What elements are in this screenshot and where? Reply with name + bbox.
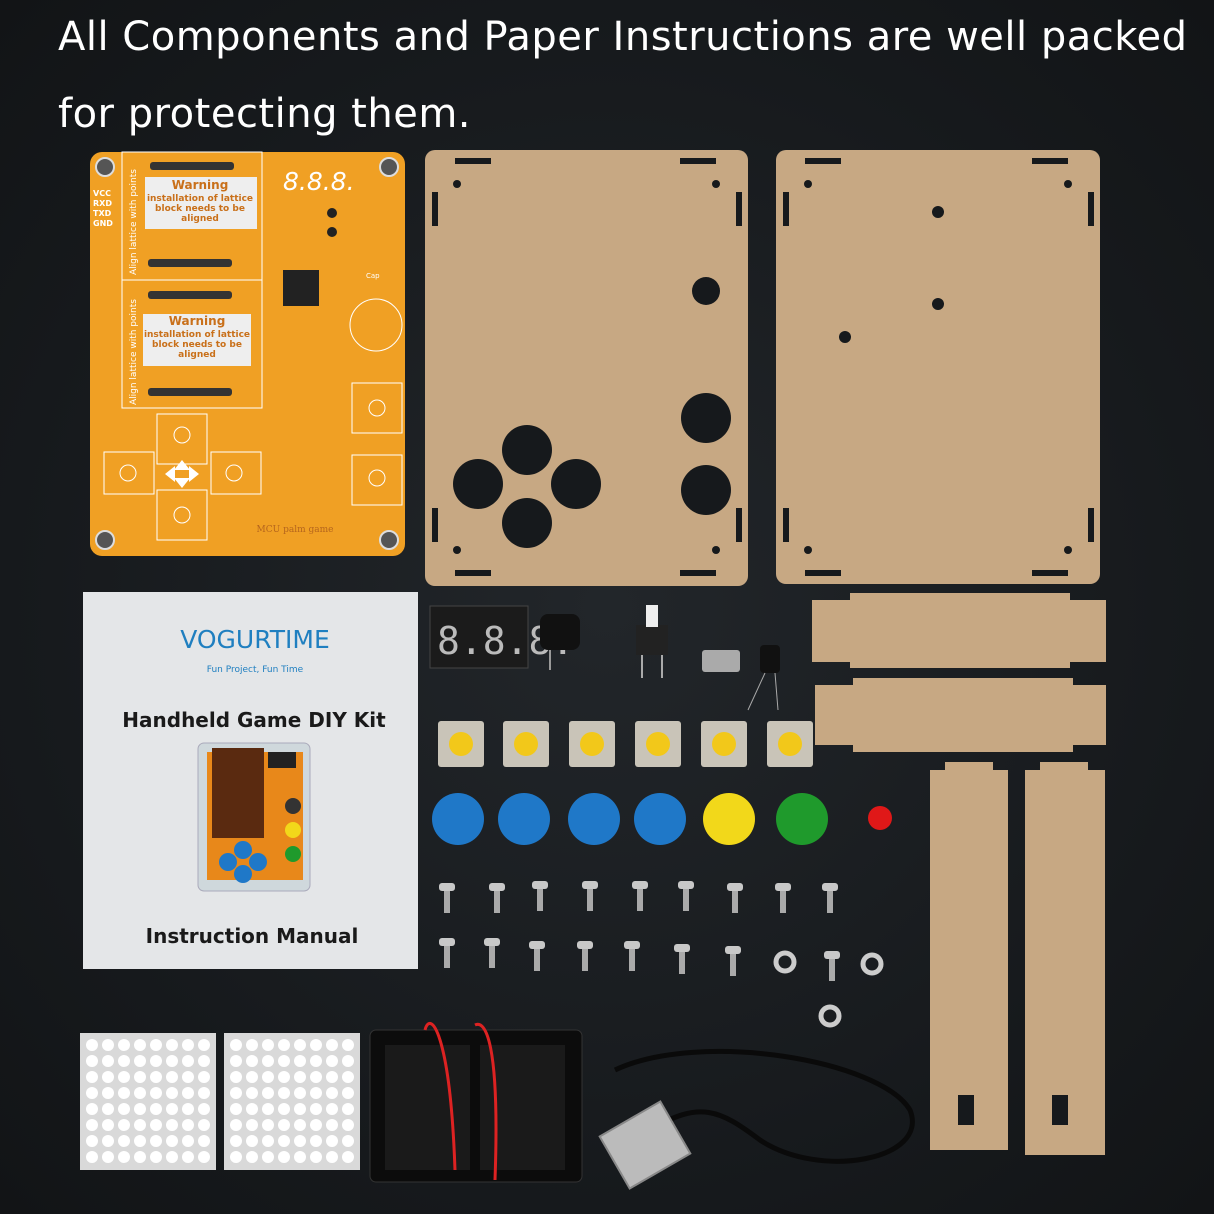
pcb-brand-label: MCU palm game	[257, 525, 334, 535]
screw	[582, 881, 598, 911]
pin-label: GND	[93, 219, 113, 228]
screw	[577, 941, 593, 971]
warning-title: Warning	[169, 314, 226, 328]
align-label: Align lattice with points	[129, 169, 139, 275]
pcb-display-label: 8.8.8.	[283, 167, 355, 196]
manual-subtitle: Instruction Manual	[146, 924, 359, 948]
slide-switch	[636, 605, 668, 678]
screw	[529, 941, 545, 971]
screw	[727, 883, 743, 913]
screws-and-standoffs	[439, 881, 884, 1028]
button-cap-green	[776, 793, 828, 845]
hex-nut	[818, 1004, 842, 1028]
usb-cable	[598, 1048, 915, 1190]
warning-title: Warning	[172, 178, 229, 192]
warning-text: block needs to be	[155, 204, 245, 214]
acrylic-back-panel	[776, 150, 1100, 584]
buzzer	[540, 614, 580, 670]
screw	[532, 881, 548, 911]
manual-product-image	[197, 742, 311, 892]
usb-connector	[702, 650, 740, 672]
screw	[439, 883, 455, 913]
led-matrix	[224, 1033, 360, 1170]
instruction-manual: VOGURTIME Fun Project, Fun Time Handheld…	[83, 592, 418, 969]
capacitor	[747, 645, 780, 711]
warning-text: aligned	[178, 350, 216, 360]
tactile-switch	[503, 721, 549, 767]
cap-label: Cap	[366, 272, 380, 280]
screw	[632, 881, 648, 911]
warning-text: block needs to be	[152, 340, 242, 350]
tactile-switch	[438, 721, 484, 767]
pin-label: RXD	[93, 199, 112, 208]
led-matrix	[80, 1033, 216, 1170]
button-cap-yellow	[703, 793, 755, 845]
button-cap-blue	[498, 793, 550, 845]
warning-text: installation of lattice	[147, 194, 253, 204]
manual-brand: VOGURTIME	[180, 625, 330, 654]
screw	[489, 883, 505, 913]
button-cap-blue	[634, 793, 686, 845]
screw	[678, 881, 694, 911]
hex-nut	[773, 950, 797, 974]
screw	[822, 883, 838, 913]
hex-nut	[860, 952, 884, 976]
tactile-switch	[635, 721, 681, 767]
button-cap-red	[868, 806, 892, 830]
headline-line-2: for protecting them.	[58, 91, 472, 137]
manual-tagline: Fun Project, Fun Time	[207, 665, 304, 675]
button-cap-blue	[568, 793, 620, 845]
pcb-board: VCC RXD TXD GND Warning installation of …	[90, 151, 405, 556]
acrylic-spacer-strips	[812, 593, 1106, 1155]
warning-text: aligned	[181, 214, 219, 224]
pin-label: TXD	[93, 209, 112, 218]
tactile-switch	[701, 721, 747, 767]
screw	[439, 938, 455, 968]
warning-text: installation of lattice	[144, 330, 250, 340]
manual-title: Handheld Game DIY Kit	[122, 708, 386, 732]
tactile-switches	[438, 721, 813, 767]
pin-label: VCC	[93, 189, 111, 198]
tactile-switch	[569, 721, 615, 767]
battery-holder	[369, 1021, 583, 1183]
screw	[775, 883, 791, 913]
button-cap-blue	[432, 793, 484, 845]
screw	[824, 951, 840, 981]
button-caps	[432, 793, 892, 845]
headline-line-1: All Components and Paper Instructions ar…	[58, 14, 1188, 60]
screw	[484, 938, 500, 968]
screw	[624, 941, 640, 971]
screw	[725, 946, 741, 976]
screw	[674, 944, 690, 974]
align-label: Align lattice with points	[129, 299, 139, 405]
acrylic-front-panel	[425, 150, 748, 586]
tactile-switch	[767, 721, 813, 767]
